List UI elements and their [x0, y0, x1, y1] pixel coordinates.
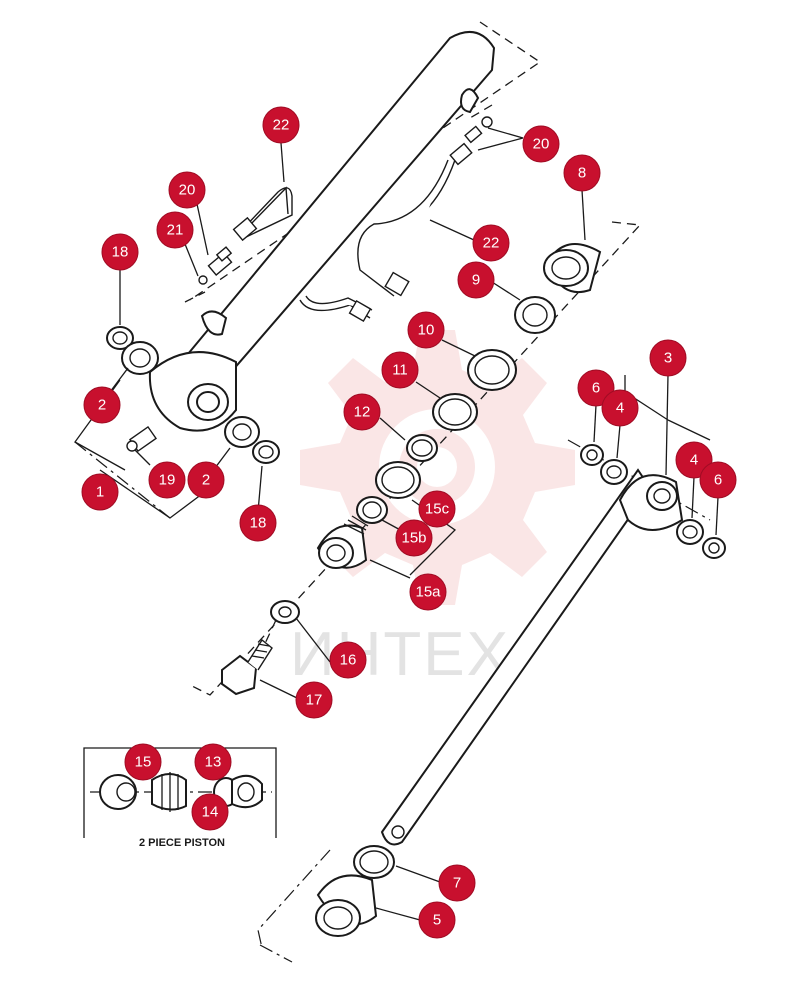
callout-5[interactable]: 5: [418, 901, 456, 939]
callout-13-inset[interactable]: 13: [194, 743, 232, 781]
svg-text:4: 4: [690, 452, 698, 469]
callout-15c[interactable]: 15c: [418, 490, 456, 528]
callout-4-top[interactable]: 4: [601, 389, 639, 427]
bolt-17: [221, 638, 273, 696]
callout-20-left[interactable]: 20: [168, 171, 206, 209]
callout-18-bottom[interactable]: 18: [239, 504, 277, 542]
leader-lines: [109, 127, 719, 921]
svg-text:6: 6: [592, 380, 600, 397]
seals-10-11-12: [406, 349, 517, 462]
svg-text:22: 22: [483, 235, 500, 252]
callout-7[interactable]: 7: [438, 864, 476, 902]
svg-text:20: 20: [179, 182, 196, 199]
callout-18-top[interactable]: 18: [101, 233, 139, 271]
svg-text:2: 2: [202, 472, 210, 489]
watermark-text: ИНТЕХ: [290, 620, 510, 689]
svg-text:21: 21: [167, 222, 184, 239]
svg-text:1: 1: [96, 484, 104, 501]
callout-19[interactable]: 19: [148, 461, 186, 499]
callout-12[interactable]: 12: [343, 393, 381, 431]
svg-text:3: 3: [664, 350, 672, 367]
svg-text:5: 5: [433, 912, 441, 929]
svg-text:18: 18: [112, 244, 129, 261]
callout-3[interactable]: 3: [649, 339, 687, 377]
grease-fitting-19: [126, 425, 158, 453]
callout-10[interactable]: 10: [407, 311, 445, 349]
svg-text:9: 9: [472, 272, 480, 289]
svg-text:16: 16: [340, 652, 357, 669]
callout-6-top[interactable]: 6: [577, 369, 615, 407]
fitting-20-right: [449, 116, 493, 166]
callout-11[interactable]: 11: [381, 351, 419, 389]
svg-text:19: 19: [159, 472, 176, 489]
callout-21[interactable]: 21: [156, 211, 194, 249]
svg-text:14: 14: [202, 804, 219, 821]
callout-22-right[interactable]: 22: [472, 224, 510, 262]
callout-1[interactable]: 1: [81, 473, 119, 511]
hydraulic-tube-left: [232, 186, 293, 242]
callout-20-right[interactable]: 20: [522, 125, 560, 163]
callout-6-bottom[interactable]: 6: [699, 461, 737, 499]
callout-15b[interactable]: 15b: [395, 519, 433, 557]
callout-15a[interactable]: 15a: [409, 573, 447, 611]
hydraulic-tube-right: [299, 159, 456, 323]
callout-2-left[interactable]: 2: [83, 386, 121, 424]
inset-caption: 2 PIECE PISTON: [139, 837, 225, 849]
svg-text:4: 4: [616, 400, 624, 417]
callout-4-bottom[interactable]: 4: [675, 441, 713, 479]
rod-3: [380, 468, 684, 846]
callout-9[interactable]: 9: [457, 261, 495, 299]
svg-text:7: 7: [453, 875, 461, 892]
base-eye: [148, 351, 237, 432]
svg-text:15a: 15a: [415, 584, 441, 601]
wiper-7: [353, 845, 395, 879]
svg-text:22: 22: [273, 117, 290, 134]
fitting-20-21-left: [198, 246, 233, 285]
callout-22-left[interactable]: 22: [262, 106, 300, 144]
callout-2-right[interactable]: 2: [187, 461, 225, 499]
svg-text:2: 2: [98, 397, 106, 414]
svg-text:15b: 15b: [401, 530, 426, 547]
callout-16[interactable]: 16: [329, 641, 367, 679]
svg-text:8: 8: [578, 165, 586, 182]
svg-text:15: 15: [135, 754, 152, 771]
svg-text:15c: 15c: [425, 501, 450, 518]
svg-text:12: 12: [354, 404, 371, 421]
callout-15-inset[interactable]: 15: [124, 743, 162, 781]
svg-text:17: 17: [306, 692, 323, 709]
svg-text:6: 6: [714, 472, 722, 489]
gland-8: [543, 243, 602, 294]
piston-15: [316, 461, 421, 569]
svg-text:10: 10: [418, 322, 435, 339]
svg-text:18: 18: [250, 515, 267, 532]
washer-16: [270, 600, 300, 624]
callout-8[interactable]: 8: [563, 154, 601, 192]
svg-text:13: 13: [205, 754, 222, 771]
callout-17[interactable]: 17: [295, 681, 333, 719]
bushing-left-group: [106, 326, 280, 464]
svg-text:20: 20: [533, 136, 550, 153]
svg-text:11: 11: [392, 362, 408, 379]
inset-2-piece-piston: 2 PIECE PISTON: [83, 747, 277, 849]
seal-9: [514, 296, 556, 334]
gland-5: [315, 874, 378, 937]
bushing-right-group: [580, 444, 726, 559]
callout-14-inset[interactable]: 14: [191, 793, 229, 831]
